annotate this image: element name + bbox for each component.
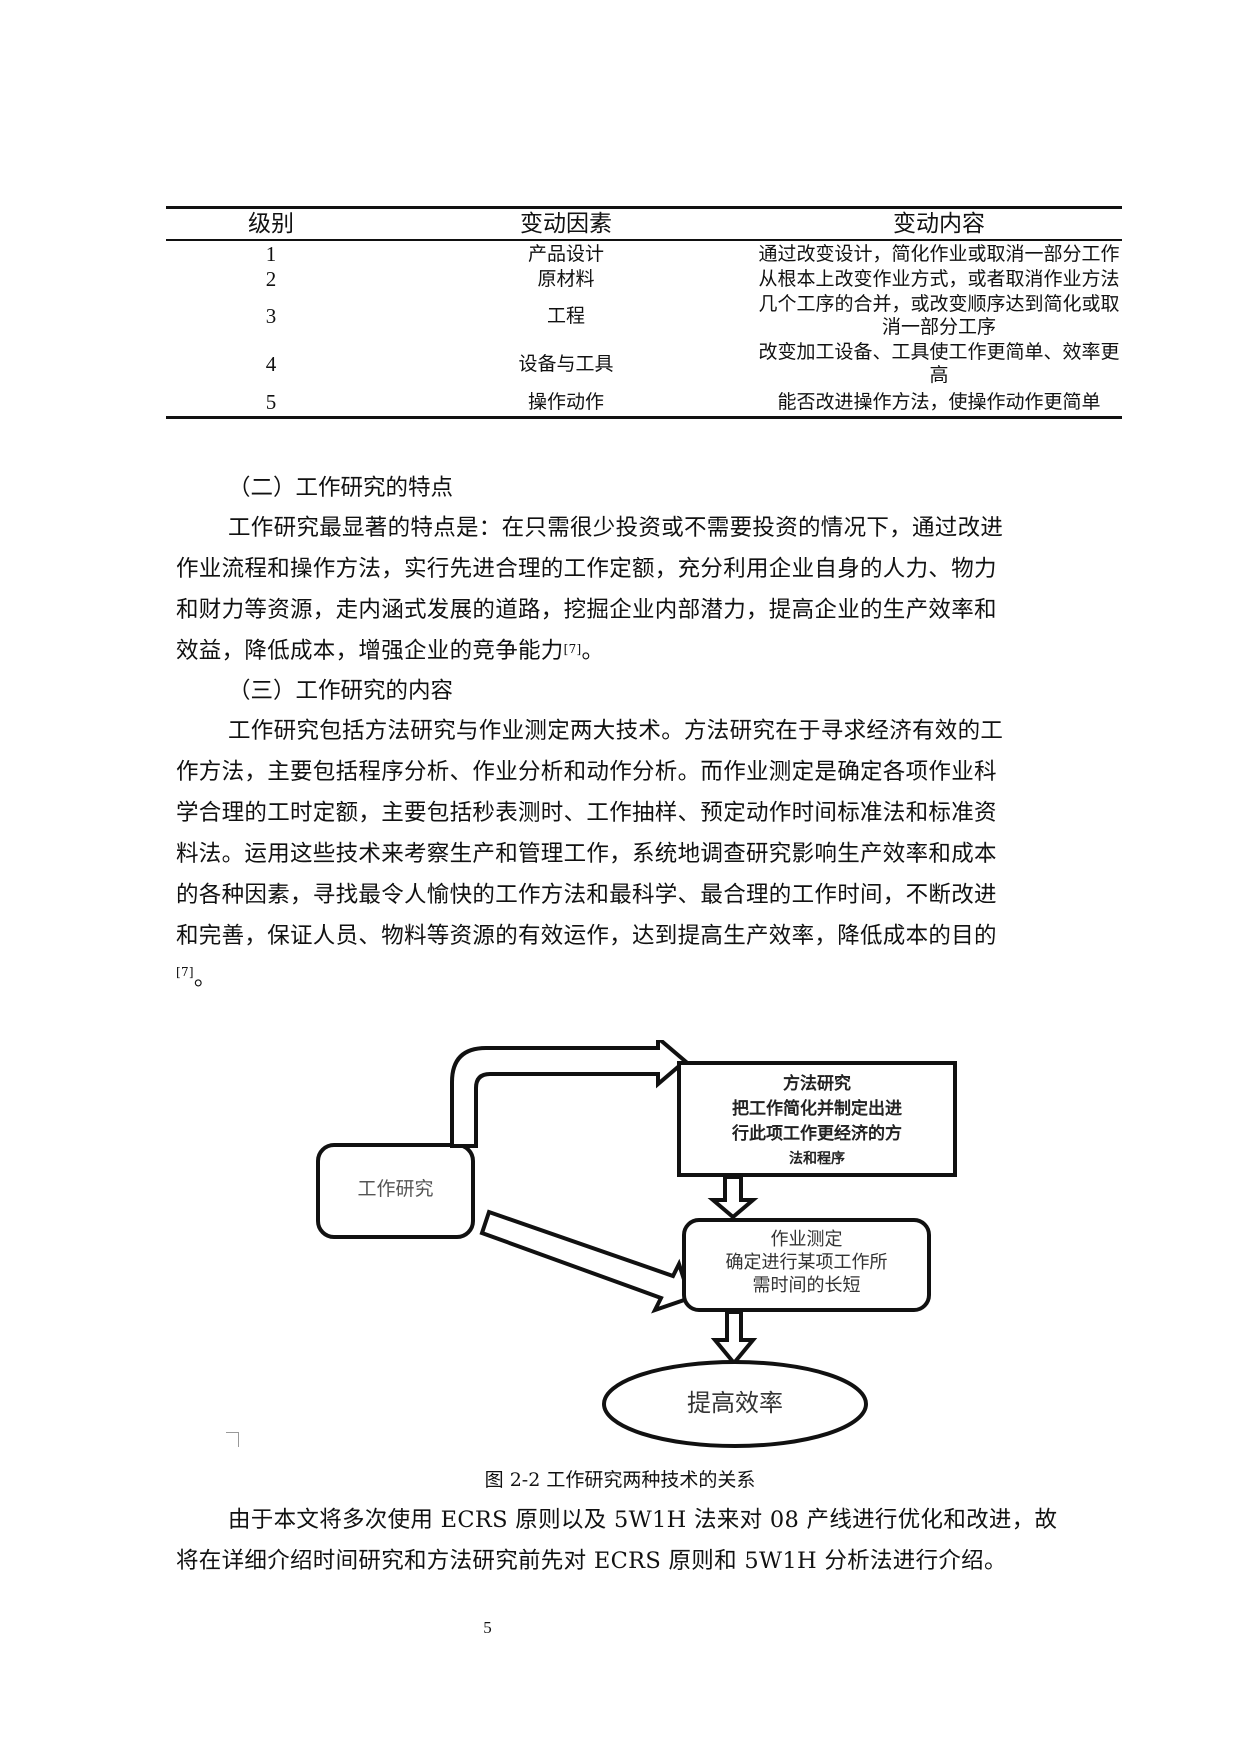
work-study-label: 工作研究 xyxy=(357,1178,434,1200)
cell-factor: 工程 xyxy=(546,304,585,327)
header-level: 级别 xyxy=(248,211,294,237)
table-bottom-rule xyxy=(166,416,1122,419)
text-line: 效益，降低成本，增强企业的竞争能力[7]。 xyxy=(176,631,1076,672)
cell-factor: 设备与工具 xyxy=(518,352,614,375)
work-measurement-box xyxy=(682,1218,931,1312)
text-line: [7]。 xyxy=(176,957,1076,991)
text-line: 行此项工作更经济的方 xyxy=(732,1124,902,1144)
cell-content-line: 高 xyxy=(929,364,949,386)
table-header-row: 级别 变动因素 变动内容 xyxy=(166,209,1122,239)
cell-content: 通过改变设计，简化作业或取消一部分工作 xyxy=(758,243,1120,265)
efficiency-ellipse xyxy=(602,1360,868,1448)
cell-factor: 产品设计 xyxy=(527,243,604,265)
cell-level: 1 xyxy=(265,242,277,266)
efficiency-label: 提高效率 xyxy=(687,1389,783,1417)
figure-caption: 图 2-2 工作研究两种技术的关系 xyxy=(484,1469,756,1491)
text-line: 和财力等资源，走内涵式发展的道路，挖掘企业内部潜力，提高企业的生产效率和 xyxy=(176,597,997,623)
header-factor: 变动因素 xyxy=(520,211,612,237)
paragraph-content: 工作研究包括方法研究与作业测定两大技术。方法研究在于寻求经济有效的工 作方法，主… xyxy=(176,711,1076,991)
diagram-shapes xyxy=(316,1040,957,1448)
table-row: 3 工程 几个工序的合并，或改变顺序达到简化或取 消一部分工序 xyxy=(166,292,1122,340)
page-number: 5 xyxy=(483,1618,492,1637)
text-line: 学合理的工时定额，主要包括秒表测时、工作抽样、预定动作时间标准法和标准资 xyxy=(176,800,997,826)
text-line: 把工作简化并制定出进 xyxy=(732,1099,902,1119)
work-study-diagram: 工作研究 方法研究 把工作简化并制定出进 行此项工作更经济的方 法和程序 作业测… xyxy=(226,1040,980,1470)
table-row: 1 产品设计 通过改变设计，简化作业或取消一部分工作 xyxy=(166,243,1122,266)
text-span: 效益，降低成本，增强企业的竞争能力 xyxy=(176,638,564,664)
paragraph-characteristics: 工作研究最显著的特点是：在只需很少投资或不需要投资的情况下，通过改进 作业流程和… xyxy=(176,508,1076,672)
cell-content: 几个工序的合并，或改变顺序达到简化或取 消一部分工序 xyxy=(756,293,1122,339)
text-line: 需时间的长短 xyxy=(752,1275,861,1296)
work-measurement-label: 作业测定 确定进行某项工作所 需时间的长短 xyxy=(684,1228,929,1297)
table-top-rule xyxy=(166,206,1122,209)
cell-content: 改变加工设备、工具使工作更简单、效率更 高 xyxy=(756,341,1122,387)
text-line: 的各种因素，寻找最令人愉快的工作方法和最科学、最合理的工作时间，不断改进 xyxy=(176,882,997,908)
text-line: 法和程序 xyxy=(789,1151,845,1167)
method-study-box xyxy=(677,1061,957,1177)
table-row: 5 操作动作 能否改进操作方法，使操作动作更简单 xyxy=(166,388,1122,416)
cell-content: 能否改进操作方法，使操作动作更简单 xyxy=(777,390,1101,413)
text-line: 方法研究 xyxy=(783,1074,851,1094)
table-header-rule xyxy=(166,239,1122,241)
text-span: 。 xyxy=(193,965,217,991)
work-study-box xyxy=(316,1143,475,1239)
down-arrow-icon xyxy=(710,1310,758,1367)
table-row: 4 设备与工具 改变加工设备、工具使工作更简单、效率更 高 xyxy=(166,340,1122,388)
cell-level: 5 xyxy=(265,389,277,414)
cell-factor: 原材料 xyxy=(537,267,595,290)
cell-content: 从根本上改变作业方式，或者取消作业方法 xyxy=(758,267,1120,290)
text-line: 工作研究包括方法研究与作业测定两大技术。方法研究在于寻求经济有效的工 xyxy=(228,718,1004,744)
cell-content-line: 几个工序的合并，或改变顺序达到简化或取 xyxy=(758,293,1120,315)
text-span: 。 xyxy=(581,638,605,664)
table-row: 2 原材料 从根本上改变作业方式，或者取消作业方法 xyxy=(166,266,1122,292)
text-line: 工作研究最显著的特点是：在只需很少投资或不需要投资的情况下，通过改进 xyxy=(228,515,1004,541)
text-line: 和完善，保证人员、物料等资源的有效运作，达到提高生产效率，降低成本的目的 xyxy=(176,923,997,949)
text-line: 将在详细介绍时间研究和方法研究前先对 ECRS 原则和 5W1H 分析法进行介绍… xyxy=(176,1548,1007,1574)
cell-level: 2 xyxy=(265,266,277,291)
paragraph-closing: 由于本文将多次使用 ECRS 原则以及 5W1H 法来对 08 产线进行优化和改… xyxy=(176,1500,1076,1582)
method-study-label: 方法研究 把工作简化并制定出进 行此项工作更经济的方 法和程序 xyxy=(679,1072,955,1172)
cell-level: 4 xyxy=(265,351,277,376)
header-content: 变动内容 xyxy=(893,211,985,237)
cell-content-line: 消一部分工序 xyxy=(881,316,996,338)
corner-mark xyxy=(226,1432,239,1447)
down-arrow-icon xyxy=(707,1175,759,1220)
text-line: 由于本文将多次使用 ECRS 原则以及 5W1H 法来对 08 产线进行优化和改… xyxy=(228,1507,1058,1533)
cell-content-line: 改变加工设备、工具使工作更简单、效率更 xyxy=(758,341,1120,363)
text-line: 料法。运用这些技术来考察生产和管理工作，系统地调查研究影响生产效率和成本 xyxy=(176,841,997,867)
diagonal-arrow-icon xyxy=(479,1209,693,1314)
text-line: 作业流程和操作方法，实行先进合理的工作定额，充分利用企业自身的人力、物力 xyxy=(176,556,997,582)
cell-factor: 操作动作 xyxy=(527,390,604,413)
citation[interactable]: [7] xyxy=(563,642,582,656)
cell-level: 3 xyxy=(265,303,277,328)
section-heading-content: （三）工作研究的内容 xyxy=(228,678,454,704)
section-heading-characteristics: （二）工作研究的特点 xyxy=(228,475,454,501)
text-line: 确定进行某项工作所 xyxy=(725,1252,888,1273)
citation[interactable]: [7] xyxy=(176,965,194,979)
bent-arrow-icon xyxy=(450,1040,689,1148)
text-line: 作业测定 xyxy=(770,1229,843,1250)
change-level-table: 级别 变动因素 变动内容 1 产品设计 通过改变设计，简化作业或取消一部分工作 … xyxy=(166,206,1122,419)
text-line: 作方法，主要包括程序分析、作业分析和动作分析。而作业测定是确定各项作业科 xyxy=(176,759,997,785)
